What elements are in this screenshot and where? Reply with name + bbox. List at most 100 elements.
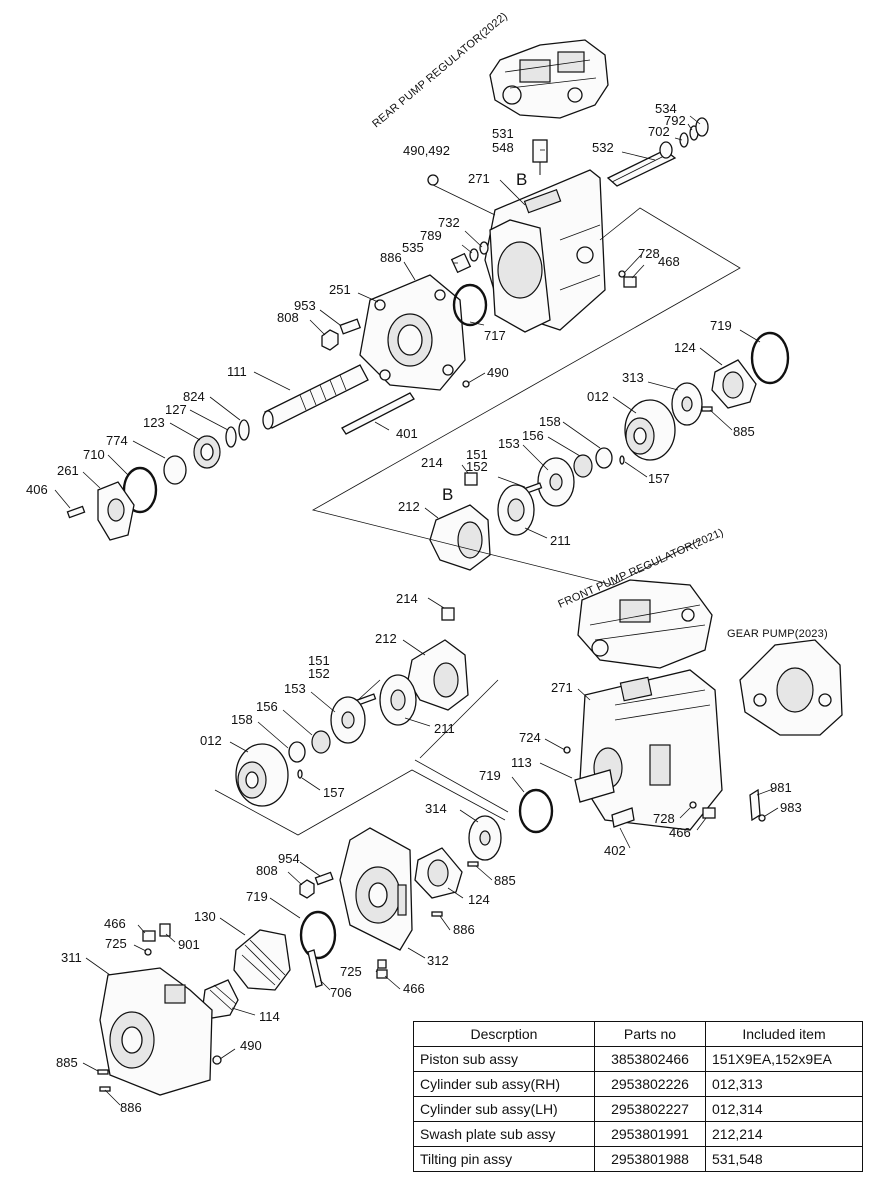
tilting-pin-531 [532,139,548,163]
front-pump-regulator [577,579,713,669]
pin-885-lower-left [97,1069,109,1075]
plug-728-upper [618,270,626,278]
parts-no-cell: 3853802466 [594,1046,706,1072]
callout-954: 954 [278,851,300,866]
callout-490-upper: 490 [487,365,509,380]
stud-402 [611,807,635,828]
spherical-bushing-156-lower [311,730,331,754]
callout-113: 113 [511,755,532,770]
callout-127: 127 [165,402,187,417]
spring-157-lower [297,769,303,779]
callout-123: 123 [143,415,165,430]
callout-152-lower: 152 [308,666,330,681]
oring-719-upper [750,331,790,385]
spacer-127 [225,426,237,448]
coupling-124-upper [711,359,757,409]
plug-466-lower-left [142,930,156,942]
caption-rear-pump-regulator: REAR PUMP REGULATOR(2022) [370,10,510,130]
callout-214-lower: 214 [396,591,418,606]
coupling-124-lower [414,847,463,899]
shaft-111 [262,364,369,430]
seal-cover-261 [97,481,135,541]
valve-plate-314 [468,815,502,861]
pin-886-lower-left [99,1086,111,1092]
shaft-113 [574,769,615,803]
column-header: Included item [705,1021,863,1047]
callout-732: 732 [438,215,460,230]
callout-808-upper: 808 [277,310,299,325]
callout-717: 717 [484,328,506,343]
callout-212-lower: 212 [375,631,397,646]
shoe-plate-211-lower [379,674,417,726]
rear-pump-regulator [489,39,609,119]
callout-706: 706 [330,985,352,1000]
plug-725-lower-left [144,948,152,956]
swash-plate-212-lower [407,639,469,711]
callout-012-upper: 012 [587,389,609,404]
callout-490-492: 490,492 [403,143,450,158]
description-cell: Piston sub assy [413,1046,595,1072]
pin-214-lower [441,607,455,621]
valve-plate-251 [359,274,466,391]
description-cell: Cylinder sub assy(RH) [413,1071,595,1097]
rivet-983 [758,814,766,822]
callout-728-upper: 728 [638,246,660,261]
callout-312: 312 [427,953,449,968]
callout-402: 402 [604,843,626,858]
callout-466-lower-mid: 466 [403,981,425,996]
included-item-cell: 531,548 [705,1146,863,1172]
callout-535: 535 [402,240,424,255]
callout-153-lower: 153 [284,681,306,696]
oring-719-lower-left [299,910,337,960]
parts-no-cell: 2953801988 [594,1146,706,1172]
gear-pump [739,639,843,736]
callout-111: 111 [227,364,247,379]
callout-151-lower: 151 [308,653,330,668]
plug-725-lower-mid [377,959,387,969]
callout-702: 702 [648,124,670,139]
housing-271-front [579,669,723,831]
callout-114: 114 [259,1009,280,1024]
callout-466-lower-left: 466 [104,916,126,931]
callout-725-lower-mid: 725 [340,964,362,979]
assembly-frame-lower [214,769,506,836]
swash-plate-212-upper [429,504,491,571]
callout-313: 313 [622,370,644,385]
cylinder-012-upper [624,399,676,461]
callout-261: 261 [57,463,79,478]
callout-886-lower-right: 886 [453,922,475,937]
housing-271-rear [484,169,606,333]
valve-block-312 [339,827,413,951]
table-header-row: Descrption Parts no Included item [413,1021,863,1047]
callout-774: 774 [106,433,128,448]
callout-012-lower: 012 [200,733,222,748]
callout-719-lower-left: 719 [246,889,268,904]
callout-156-lower: 156 [256,699,278,714]
nut-808-upper [321,329,339,351]
column-header: Parts no [594,1021,706,1047]
parts-no-cell: 2953802227 [594,1096,706,1122]
callout-532: 532 [592,140,614,155]
plug-724 [563,746,571,754]
screw-954 [314,871,334,886]
callout-710: 710 [83,447,105,462]
callout-466-lower-right: 466 [669,825,691,840]
shoe-plate-211-upper [497,484,535,536]
parts-table: Descrption Parts no Included item Piston… [413,1021,863,1172]
included-item-cell: 212,214 [705,1121,863,1147]
plug-534 [695,117,709,137]
rod-401 [341,392,415,435]
assembly-frame-upper [311,207,741,586]
callout-211-lower: 211 [434,721,455,736]
callout-901: 901 [178,937,200,952]
pin-490-upper [462,380,470,388]
spring-157-upper [619,455,625,465]
table-row: Swash plate sub assy 2953801991 212,214 [413,1121,863,1147]
table-row: Tilting pin assy 2953801988 531,548 [413,1146,863,1172]
callout-886-lower-left: 886 [120,1100,142,1115]
oring-717 [452,283,488,327]
callout-728-lower: 728 [653,811,675,826]
callout-983: 983 [780,800,802,815]
callout-468: 468 [658,254,680,269]
callout-157-lower: 157 [323,785,345,800]
